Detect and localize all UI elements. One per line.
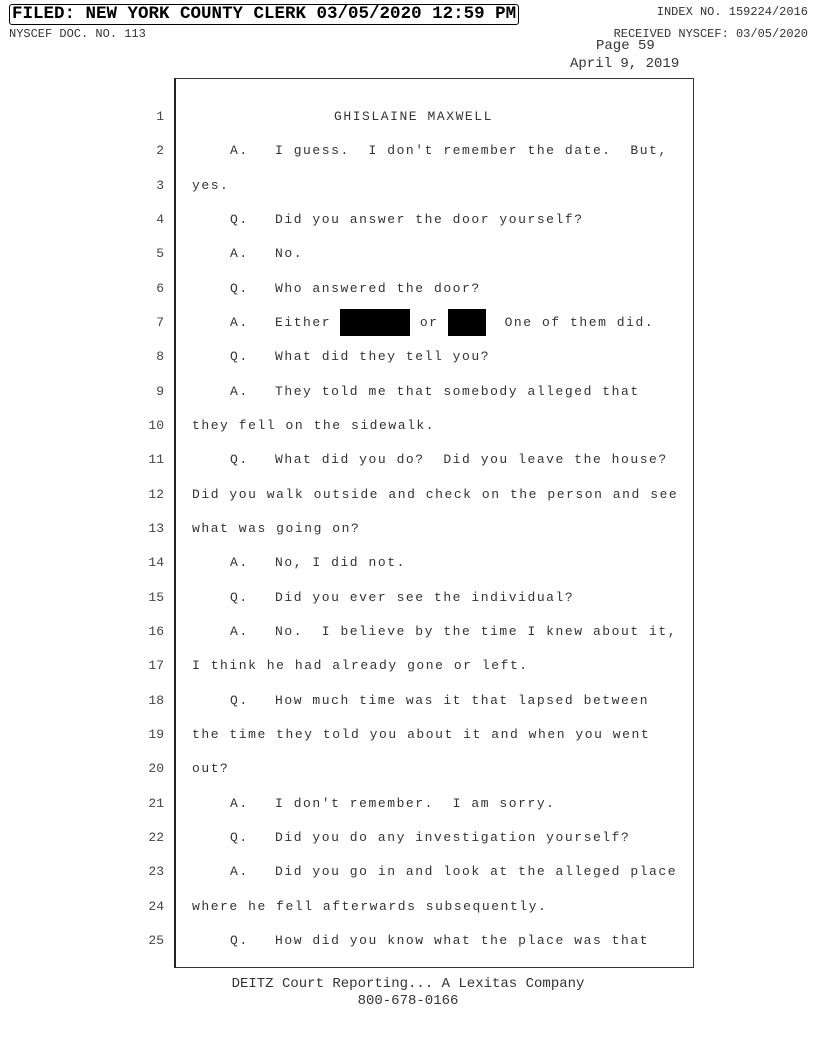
transcript-text: Either or One of them did.: [275, 308, 654, 338]
transcript-segment: One of them did.: [485, 314, 655, 330]
speaker-label: Q.: [230, 452, 249, 468]
transcript-text: What did you do? Did you leave the house…: [275, 452, 668, 468]
speaker-label: Q.: [230, 211, 249, 227]
line-number: 3: [156, 177, 164, 193]
line-number: 12: [148, 486, 164, 502]
line-number: 21: [148, 795, 164, 811]
line-number: 4: [156, 211, 164, 227]
transcript-text: Did you answer the door yourself?: [275, 211, 584, 227]
line-number: 20: [148, 761, 164, 777]
transcript-text: How much time was it that lapsed between: [275, 692, 650, 708]
footer-phone: 800-678-0166: [357, 993, 459, 1009]
line-number: 16: [148, 623, 164, 639]
line-number: 1: [156, 109, 164, 124]
speaker-label: Q.: [230, 692, 249, 708]
transcript-text: I don't remember. I am sorry.: [275, 795, 556, 811]
redaction-box: [447, 309, 486, 337]
line-number: 9: [156, 383, 164, 399]
speaker-label: A.: [230, 143, 249, 159]
transcript-text: Who answered the door?: [275, 280, 481, 296]
transcript-text: No, I did not.: [275, 555, 406, 571]
transcript-text: out?: [192, 761, 230, 777]
speaker-label: Q.: [230, 829, 249, 845]
speaker-label: Q.: [230, 280, 249, 296]
speaker-label: A.: [230, 795, 249, 811]
transcript-text: No.: [275, 246, 304, 262]
transcript-text: I think he had already gone or left.: [192, 658, 529, 674]
speaker-label: A.: [230, 555, 249, 571]
transcript-text: Did you ever see the individual?: [275, 589, 575, 605]
transcript-segment: or: [410, 314, 448, 330]
transcript-text: They told me that somebody alleged that: [275, 383, 640, 399]
transcript-text: yes.: [192, 177, 230, 193]
line-number: 6: [156, 280, 164, 296]
speaker-label: Q.: [230, 932, 249, 948]
filed-stamp: FILED: NEW YORK COUNTY CLERK 03/05/2020 …: [9, 4, 520, 25]
speaker-label: A.: [230, 314, 249, 330]
line-number: 25: [148, 932, 164, 948]
transcript-text: the time they told you about it and when…: [192, 726, 651, 742]
line-number: 17: [148, 658, 164, 674]
speaker-label: Q.: [230, 589, 249, 605]
index-number: INDEX NO. 159224/2016: [656, 5, 808, 19]
transcript-text: How did you know what the place was that: [275, 932, 650, 948]
speaker-label: A.: [230, 864, 249, 880]
line-number: 24: [148, 898, 164, 914]
transcript-frame: [174, 78, 694, 968]
line-number: 13: [148, 520, 164, 536]
line-number: 7: [156, 314, 164, 330]
speaker-label: A.: [230, 623, 249, 639]
redaction-box: [340, 309, 411, 337]
speaker-label: A.: [230, 246, 249, 262]
line-number: 19: [148, 726, 164, 742]
footer-company: DEITZ Court Reporting... A Lexitas Compa…: [231, 976, 585, 992]
line-number: 22: [148, 829, 164, 845]
line-number: 5: [156, 246, 164, 262]
line-number: 14: [148, 555, 164, 571]
transcript-witness-name: GHISLAINE MAXWELL: [334, 109, 493, 124]
page-number: Page 59: [596, 38, 655, 54]
line-number: 18: [148, 692, 164, 708]
transcript-text: where he fell afterwards subsequently.: [192, 898, 548, 914]
transcript-text: what was going on?: [192, 520, 361, 536]
line-number: 11: [148, 452, 164, 468]
doc-number: NYSCEF DOC. NO. 113: [9, 27, 146, 41]
transcript-text: I guess. I don't remember the date. But,: [275, 143, 668, 159]
transcript-text: No. I believe by the time I knew about i…: [275, 623, 678, 639]
transcript-text: Did you walk outside and check on the pe…: [192, 486, 679, 502]
line-number: 8: [156, 349, 164, 365]
line-number: 15: [148, 589, 164, 605]
speaker-label: Q.: [230, 349, 249, 365]
line-number: 2: [156, 143, 164, 159]
line-number: 23: [148, 864, 164, 880]
received-date: RECEIVED NYSCEF: 03/05/2020: [613, 27, 808, 41]
transcript-text: Did you go in and look at the alleged pl…: [275, 864, 678, 880]
transcript-text: they fell on the sidewalk.: [192, 417, 436, 433]
line-number: 10: [148, 417, 164, 433]
speaker-label: A.: [230, 383, 249, 399]
deposition-date: April 9, 2019: [570, 56, 680, 72]
transcript-segment: Either: [275, 314, 341, 330]
transcript-text: Did you do any investigation yourself?: [275, 829, 631, 845]
transcript-text: What did they tell you?: [275, 349, 491, 365]
